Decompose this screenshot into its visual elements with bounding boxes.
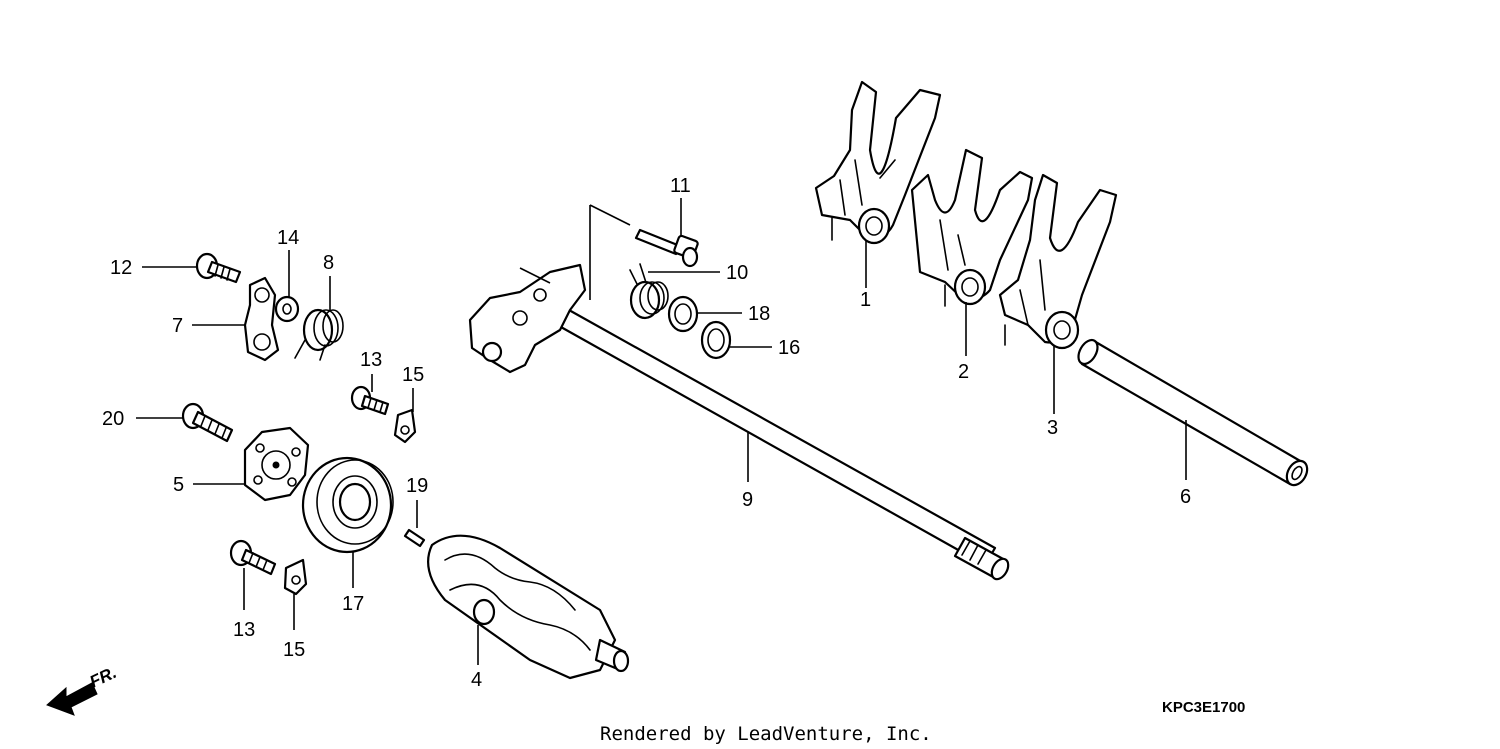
callout-18: 18	[748, 303, 770, 325]
shift-fork-2[interactable]	[910, 148, 1034, 307]
bolt-12[interactable]	[195, 252, 242, 284]
washer-14[interactable]	[274, 295, 300, 323]
collar-18[interactable]	[667, 295, 699, 333]
callout-17: 17	[342, 593, 364, 615]
callout-11: 11	[670, 175, 691, 197]
diagram-code: KPC3E1700	[1162, 699, 1245, 716]
pin-19[interactable]	[403, 528, 426, 548]
fork-shaft-6[interactable]	[1075, 337, 1312, 489]
callout-5: 5	[173, 474, 184, 496]
callout-3: 3	[1047, 417, 1058, 439]
shift-fork-1[interactable]	[814, 80, 942, 245]
callout-14: 14	[277, 227, 299, 249]
stopper-arm-7[interactable]	[243, 276, 280, 362]
bolt-13-lower[interactable]	[229, 539, 277, 576]
shift-drum-4[interactable]	[427, 534, 630, 680]
bolt-11[interactable]	[634, 228, 699, 268]
plate-15-lower[interactable]	[283, 558, 308, 596]
callout-13-upper: 13	[360, 349, 382, 371]
callout-15-upper: 15	[402, 364, 424, 386]
callout-15-lower: 15	[283, 639, 305, 661]
callout-13-lower: 13	[233, 619, 255, 641]
shift-fork-3[interactable]	[998, 173, 1118, 350]
callout-2: 2	[958, 361, 969, 383]
callout-16: 16	[778, 337, 800, 359]
callout-1: 1	[860, 289, 871, 311]
drum-center-5[interactable]	[243, 426, 310, 502]
gearshift-spindle-9[interactable]	[468, 204, 1012, 582]
callout-12: 12	[110, 257, 132, 279]
bolt-20[interactable]	[181, 402, 234, 443]
rendered-credit: Rendered by LeadVenture, Inc.	[600, 723, 932, 745]
plate-15-upper[interactable]	[393, 408, 417, 444]
bearing-17[interactable]	[301, 456, 394, 554]
bolt-13-upper[interactable]	[350, 385, 390, 416]
return-spring-10[interactable]	[629, 263, 669, 320]
callout-10: 10	[726, 262, 748, 284]
callout-6: 6	[1180, 486, 1191, 508]
callout-9: 9	[742, 489, 753, 511]
stopper-spring-8[interactable]	[294, 308, 344, 361]
callout-7: 7	[172, 315, 183, 337]
callout-19: 19	[406, 475, 428, 497]
callout-8: 8	[323, 252, 334, 274]
callout-20: 20	[102, 408, 124, 430]
callout-4: 4	[471, 669, 482, 691]
oil-seal-16[interactable]	[700, 320, 732, 360]
front-arrow-icon	[46, 682, 98, 716]
